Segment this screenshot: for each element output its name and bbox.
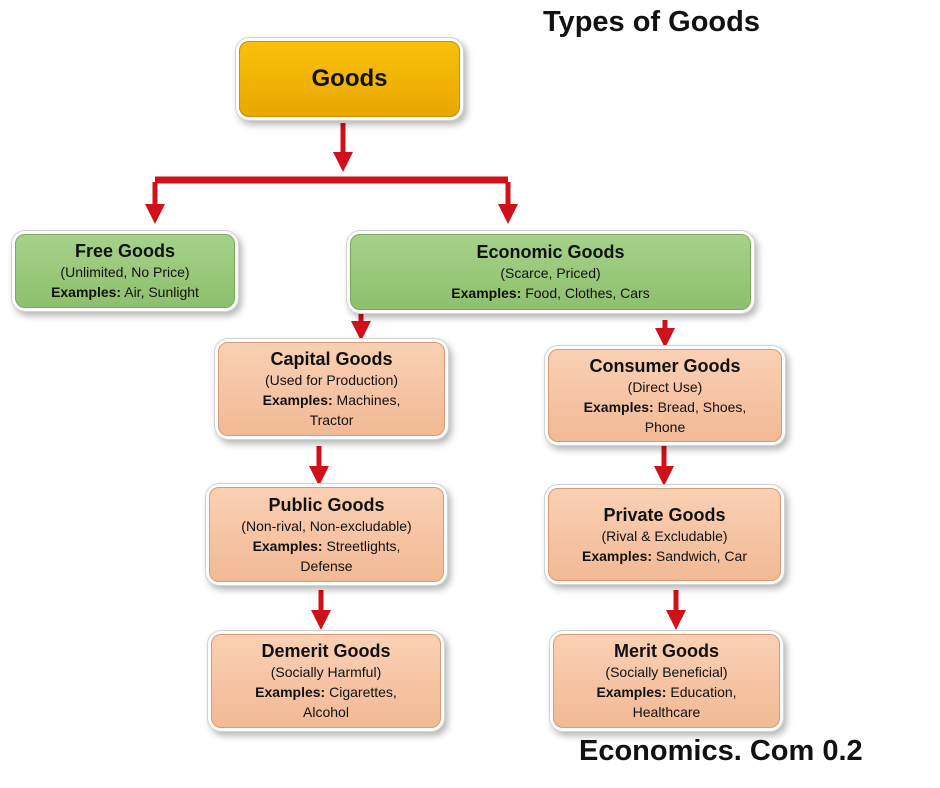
node-economic-goods-examples: Examples: Food, Clothes, Cars [451,285,650,301]
node-capital-goods-name: Capital Goods [270,349,393,369]
node-consumer-goods-examples: Examples: Bread, Shoes, [583,398,747,415]
node-free-goods: Free Goods (Unlimited, No Price) Example… [15,234,235,308]
node-capital-goods-desc: (Used for Production) [264,372,399,388]
node-private-goods: Private Goods (Rival & Excludable) Examp… [548,488,781,581]
node-consumer-goods-examples-2: Phone [644,418,686,435]
node-public-goods: Public Goods (Non-rival, Non-excludable)… [209,487,444,582]
node-demerit-goods-examples-2: Alcohol [303,704,349,720]
node-economic-goods-name: Economic Goods [476,242,625,262]
node-free-goods-examples: Examples: Air, Sunlight [51,284,199,300]
node-demerit-goods: Demerit Goods (Socially Harmful) Example… [211,634,441,728]
node-consumer-goods-desc: (Direct Use) [627,378,703,395]
node-private-goods-examples: Examples: Sandwich, Car [582,547,747,564]
node-economic-goods-desc: (Scarce, Priced) [500,265,601,281]
footer-credit: Economics. Com 0.2 [579,735,863,767]
node-consumer-goods-name: Consumer Goods [589,355,741,376]
node-merit-goods-name: Merit Goods [613,641,719,661]
node-free-goods-name: Free Goods [74,241,176,261]
node-demerit-goods-examples: Examples: Cigarettes, [255,684,397,700]
node-consumer-goods: Consumer Goods (Direct Use) Examples: Br… [548,349,782,442]
node-merit-goods-desc: (Socially Beneficial) [605,664,728,680]
node-capital-goods: Capital Goods (Used for Production) Exam… [218,342,445,436]
node-capital-goods-examples: Examples: Machines, [262,392,401,408]
node-public-goods-examples: Examples: Streetlights, [252,537,401,554]
node-private-goods-desc: (Rival & Excludable) [601,527,728,544]
node-public-goods-desc: (Non-rival, Non-excludable) [241,517,412,534]
node-demerit-goods-desc: (Socially Harmful) [270,664,382,680]
node-free-goods-desc: (Unlimited, No Price) [60,264,190,280]
node-economic-goods: Economic Goods (Scarce, Priced) Examples… [350,234,751,310]
node-merit-goods-examples: Examples: Education, [596,684,737,700]
node-capital-goods-examples-2: Tractor [309,412,354,428]
node-private-goods-name: Private Goods [603,504,726,525]
node-goods: Goods [239,41,460,117]
node-demerit-goods-name: Demerit Goods [261,641,391,661]
diagram-title: Types of Goods [543,6,760,38]
node-public-goods-name: Public Goods [268,494,385,515]
node-merit-goods: Merit Goods (Socially Beneficial) Exampl… [553,634,780,728]
node-public-goods-examples-2: Defense [300,557,353,574]
node-merit-goods-examples-2: Healthcare [632,704,701,720]
node-goods-name: Goods [311,65,388,92]
